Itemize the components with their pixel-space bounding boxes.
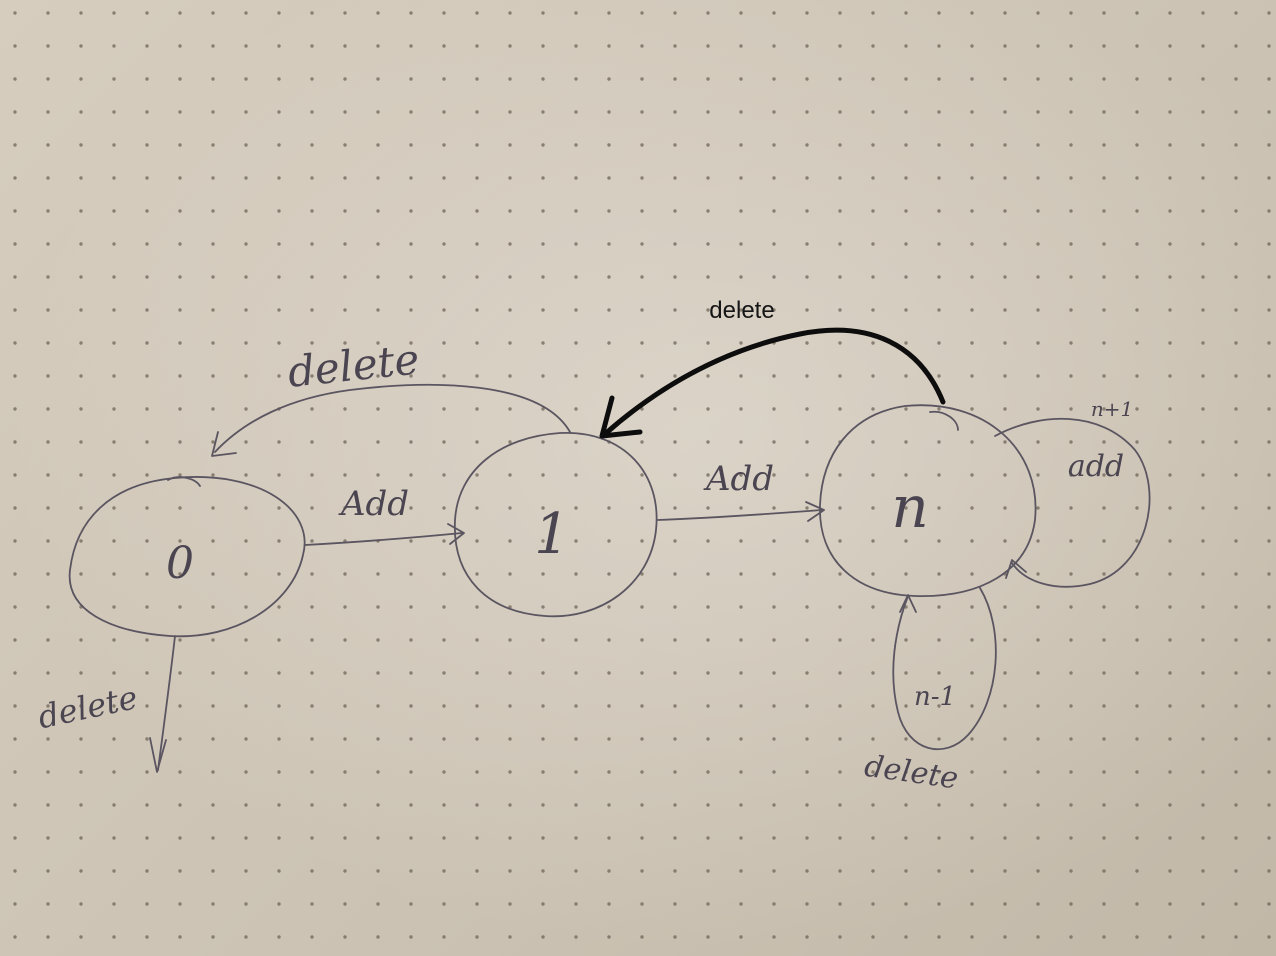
edge-delete-n-self-top-label: n-1 bbox=[914, 682, 956, 712]
edge-add-n-self-label: add bbox=[1068, 449, 1124, 484]
edge-delete-n-to-1-line bbox=[602, 327, 946, 437]
edge-delete-from-0-line bbox=[157, 635, 176, 771]
state-0-label: 0 bbox=[166, 538, 194, 589]
state-n-label: n bbox=[891, 473, 928, 541]
arrowhead-icon bbox=[805, 501, 825, 522]
arrowhead-icon bbox=[899, 594, 917, 613]
state-1-label: 1 bbox=[534, 502, 570, 567]
edge-add-0-to-1-label: Add bbox=[338, 484, 409, 524]
edge-add-1-to-n[interactable]: Add bbox=[657, 459, 825, 522]
edge-add-0-to-1[interactable]: Add bbox=[304, 484, 465, 546]
arrowhead-icon bbox=[447, 523, 465, 545]
arrowhead-icon bbox=[211, 431, 237, 457]
arrowhead-icon bbox=[149, 737, 167, 773]
edge-delete-n-to-1-label: delete bbox=[709, 297, 774, 324]
edge-add-n-self-top-label: n+1 bbox=[1091, 397, 1133, 421]
edge-add-n-self-loop-line bbox=[994, 417, 1151, 588]
edge-delete-1-to-0-line bbox=[214, 383, 571, 453]
state-n[interactable]: n bbox=[819, 404, 1037, 597]
state-1-circle bbox=[454, 432, 658, 618]
edge-delete-n-self-loop-line bbox=[892, 587, 997, 751]
edge-delete-n-to-1[interactable]: delete bbox=[599, 297, 946, 439]
state-n-circle bbox=[819, 404, 1037, 597]
state-0-circle bbox=[68, 476, 306, 638]
edge-add-1-to-n-label: Add bbox=[703, 459, 774, 499]
state-1[interactable]: 1 bbox=[454, 432, 658, 618]
arrowhead-icon bbox=[1005, 559, 1027, 579]
arrowhead-icon bbox=[599, 395, 643, 439]
edge-add-1-to-n-line bbox=[657, 509, 823, 521]
edge-add-0-to-1-line bbox=[304, 532, 463, 546]
edge-add-n-self-loop[interactable]: n+1 add bbox=[994, 397, 1151, 588]
edge-delete-1-to-0[interactable]: delete bbox=[211, 334, 571, 457]
state-0[interactable]: 0 bbox=[68, 476, 306, 638]
